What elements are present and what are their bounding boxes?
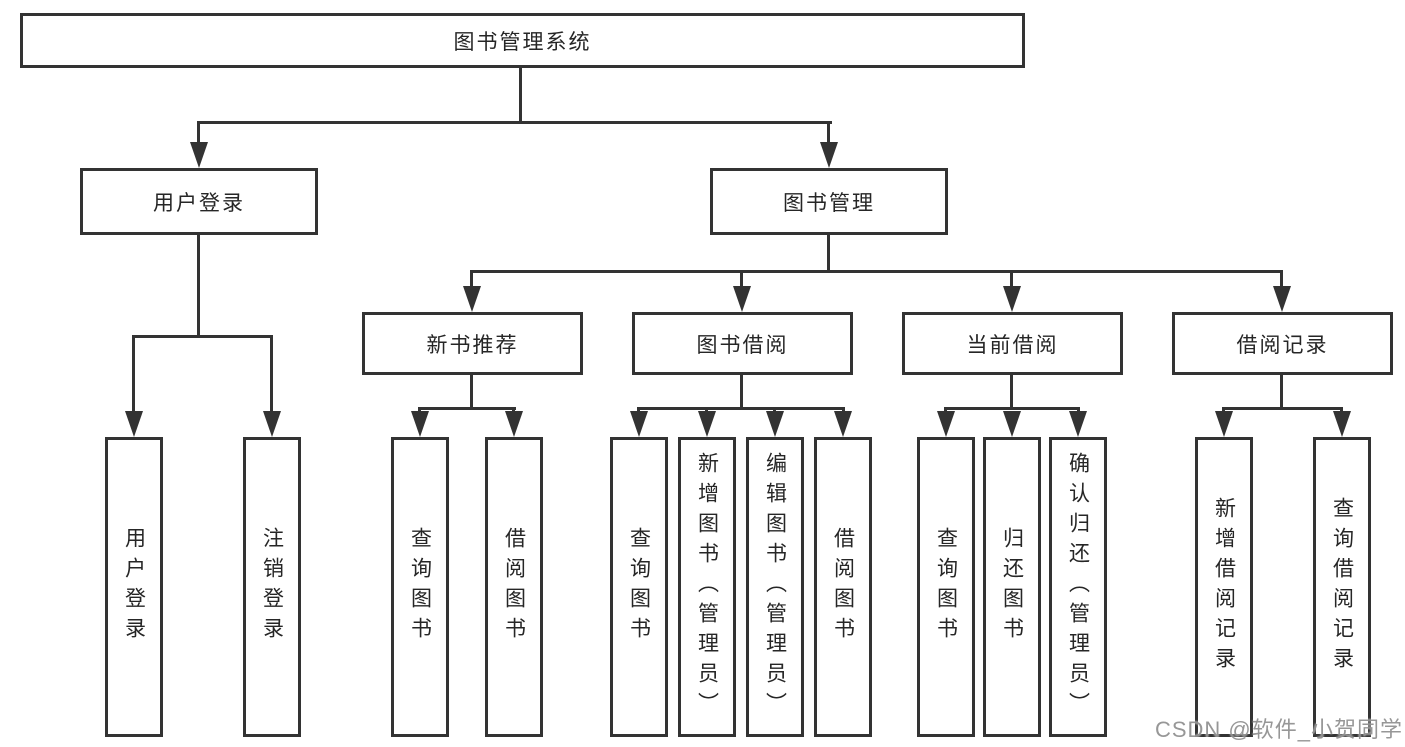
connector-line (470, 375, 473, 409)
arrow-down-icon (1333, 411, 1351, 437)
leaf-label: 借阅图书 (831, 527, 855, 647)
node-user-login: 用户登录 (80, 168, 318, 235)
leaf-label: 查询图书 (627, 527, 651, 647)
node-new-book-recommend: 新书推荐 (362, 312, 583, 375)
connector-line (1010, 375, 1013, 409)
connector-line (197, 121, 832, 124)
connector-line (1280, 375, 1283, 409)
arrow-down-icon (1069, 411, 1087, 437)
connector-line (1010, 270, 1013, 290)
leaf-edit-book-admin: 编辑图书（管理员） (746, 437, 804, 737)
node-label: 图书管理 (783, 191, 875, 215)
leaf-borrow-book: 借阅图书 (814, 437, 872, 737)
connector-line (270, 335, 273, 415)
node-label: 当前借阅 (966, 333, 1059, 357)
arrow-down-icon (820, 142, 838, 168)
node-book-borrow: 图书借阅 (632, 312, 853, 375)
connector-line (827, 235, 830, 273)
connector-line (132, 335, 135, 415)
leaf-query-book-borrow: 查询图书 (610, 437, 668, 737)
leaf-label: 用户登录 (122, 527, 146, 647)
leaf-label: 编辑图书（管理员） (763, 452, 787, 722)
connector-line (944, 407, 1080, 410)
leaf-query-borrow-record: 查询借阅记录 (1313, 437, 1371, 737)
leaf-label: 新增借阅记录 (1212, 497, 1236, 677)
leaf-label: 确认归还（管理员） (1066, 452, 1090, 722)
leaf-user-login: 用户登录 (105, 437, 163, 737)
leaf-query-book-current: 查询图书 (917, 437, 975, 737)
arrow-down-icon (263, 411, 281, 437)
arrow-down-icon (1003, 286, 1021, 312)
node-label: 用户登录 (153, 191, 245, 215)
connector-line (519, 68, 522, 124)
arrow-down-icon (733, 286, 751, 312)
leaf-add-borrow-record: 新增借阅记录 (1195, 437, 1253, 737)
leaf-query-book-recommend: 查询图书 (391, 437, 449, 737)
leaf-confirm-return-admin: 确认归还（管理员） (1049, 437, 1107, 737)
leaf-return-book: 归还图书 (983, 437, 1041, 737)
leaf-logout: 注销登录 (243, 437, 301, 737)
arrow-down-icon (463, 286, 481, 312)
connector-line (1222, 407, 1343, 410)
connector-line (132, 335, 273, 338)
arrow-down-icon (698, 411, 716, 437)
node-label: 借阅记录 (1236, 333, 1329, 357)
arrow-down-icon (937, 411, 955, 437)
leaf-label: 借阅图书 (502, 527, 526, 647)
connector-line (197, 235, 200, 338)
node-current-borrow: 当前借阅 (902, 312, 1123, 375)
leaf-label: 新增图书（管理员） (695, 452, 719, 722)
node-library-management-system: 图书管理系统 (20, 13, 1025, 68)
leaf-label: 查询图书 (934, 527, 958, 647)
node-label: 新书推荐 (426, 333, 519, 357)
connector-line (470, 270, 473, 290)
arrow-down-icon (411, 411, 429, 437)
leaf-label: 查询图书 (408, 527, 432, 647)
node-label: 图书借阅 (696, 333, 789, 357)
leaf-add-book-admin: 新增图书（管理员） (678, 437, 736, 737)
connector-line (197, 121, 200, 149)
leaf-label: 归还图书 (1000, 527, 1024, 647)
connector-line (740, 270, 743, 290)
arrow-down-icon (1003, 411, 1021, 437)
arrow-down-icon (190, 142, 208, 168)
node-book-management: 图书管理 (710, 168, 948, 235)
leaf-label: 查询借阅记录 (1330, 497, 1354, 677)
arrow-down-icon (125, 411, 143, 437)
arrow-down-icon (630, 411, 648, 437)
leaf-label: 注销登录 (260, 527, 284, 647)
leaf-borrow-book-recommend: 借阅图书 (485, 437, 543, 737)
connector-line (740, 375, 743, 409)
arrow-down-icon (1273, 286, 1291, 312)
connector-line (827, 121, 830, 149)
node-borrow-record: 借阅记录 (1172, 312, 1393, 375)
connector-line (637, 407, 845, 410)
arrow-down-icon (1215, 411, 1233, 437)
connector-line (418, 407, 516, 410)
arrow-down-icon (834, 411, 852, 437)
connector-line (470, 270, 1283, 273)
arrow-down-icon (505, 411, 523, 437)
arrow-down-icon (766, 411, 784, 437)
node-label: 图书管理系统 (453, 30, 592, 54)
connector-line (1280, 270, 1283, 290)
csdn-watermark: CSDN @软件_小贺同学 (1154, 717, 1403, 742)
